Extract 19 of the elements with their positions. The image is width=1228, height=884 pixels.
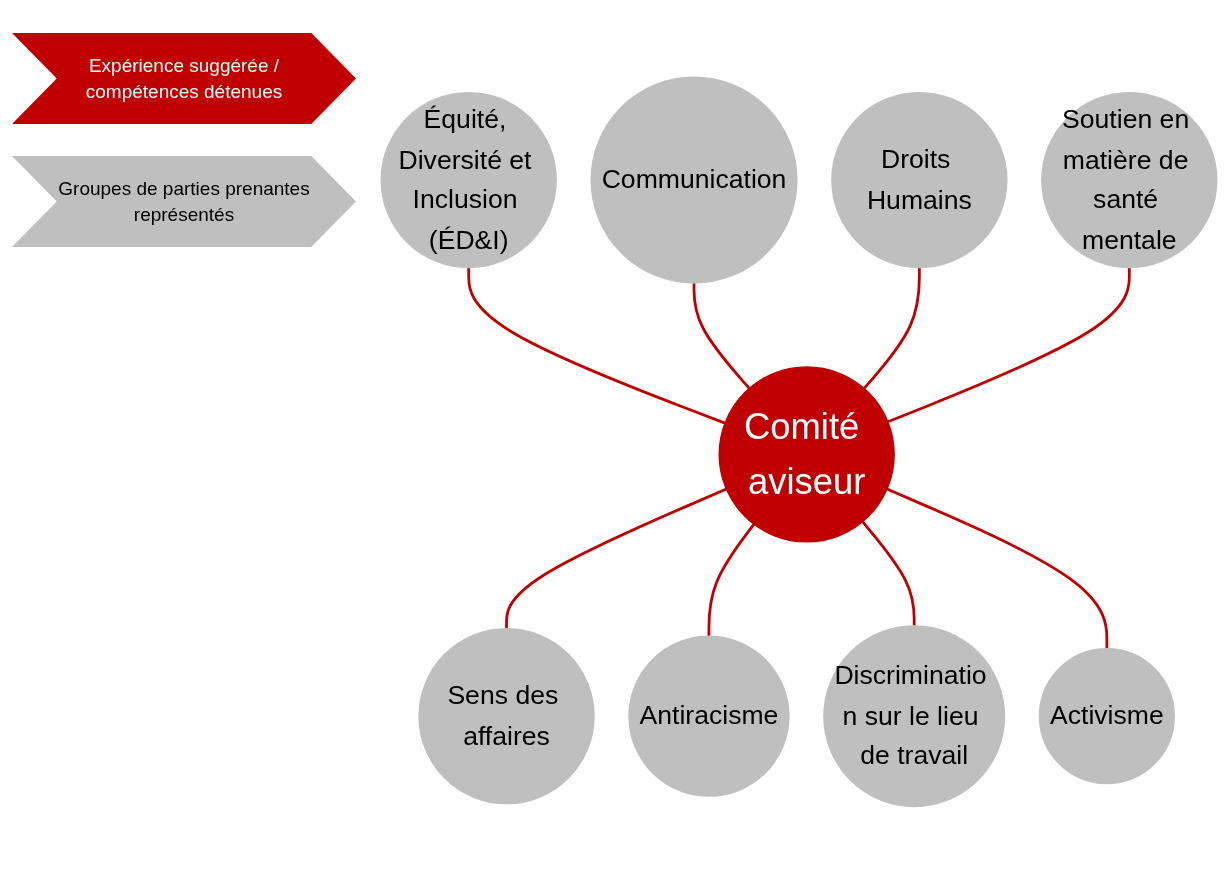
legend-label: Groupes de parties prenantes représentés: [57, 176, 311, 227]
node-circle: Communication: [590, 76, 798, 284]
connector: [692, 283, 751, 390]
connector: [505, 487, 727, 629]
connector: [861, 521, 916, 627]
connector: [886, 487, 1109, 649]
legend-label: Expérience suggérée / compétences détenues: [84, 53, 284, 104]
node-circle: Équité, Diversité et Inclusion (ÉD&I): [380, 92, 557, 269]
node-circle: Comité aviseur: [718, 366, 895, 543]
node-circle: Discriminatio n sur le lieu de travail: [823, 625, 1006, 808]
node-circle: Soutien en matière de santé mentale: [1041, 92, 1218, 269]
connector: [707, 523, 756, 637]
connector: [467, 267, 726, 425]
connector: [863, 267, 921, 390]
node-circle: Sens des affaires: [418, 628, 595, 805]
node-circle: Activisme: [1038, 648, 1175, 785]
connector: [887, 267, 1131, 424]
node-circle: Antiracisme: [628, 635, 790, 797]
node-circle: Droits Humains: [831, 92, 1008, 269]
